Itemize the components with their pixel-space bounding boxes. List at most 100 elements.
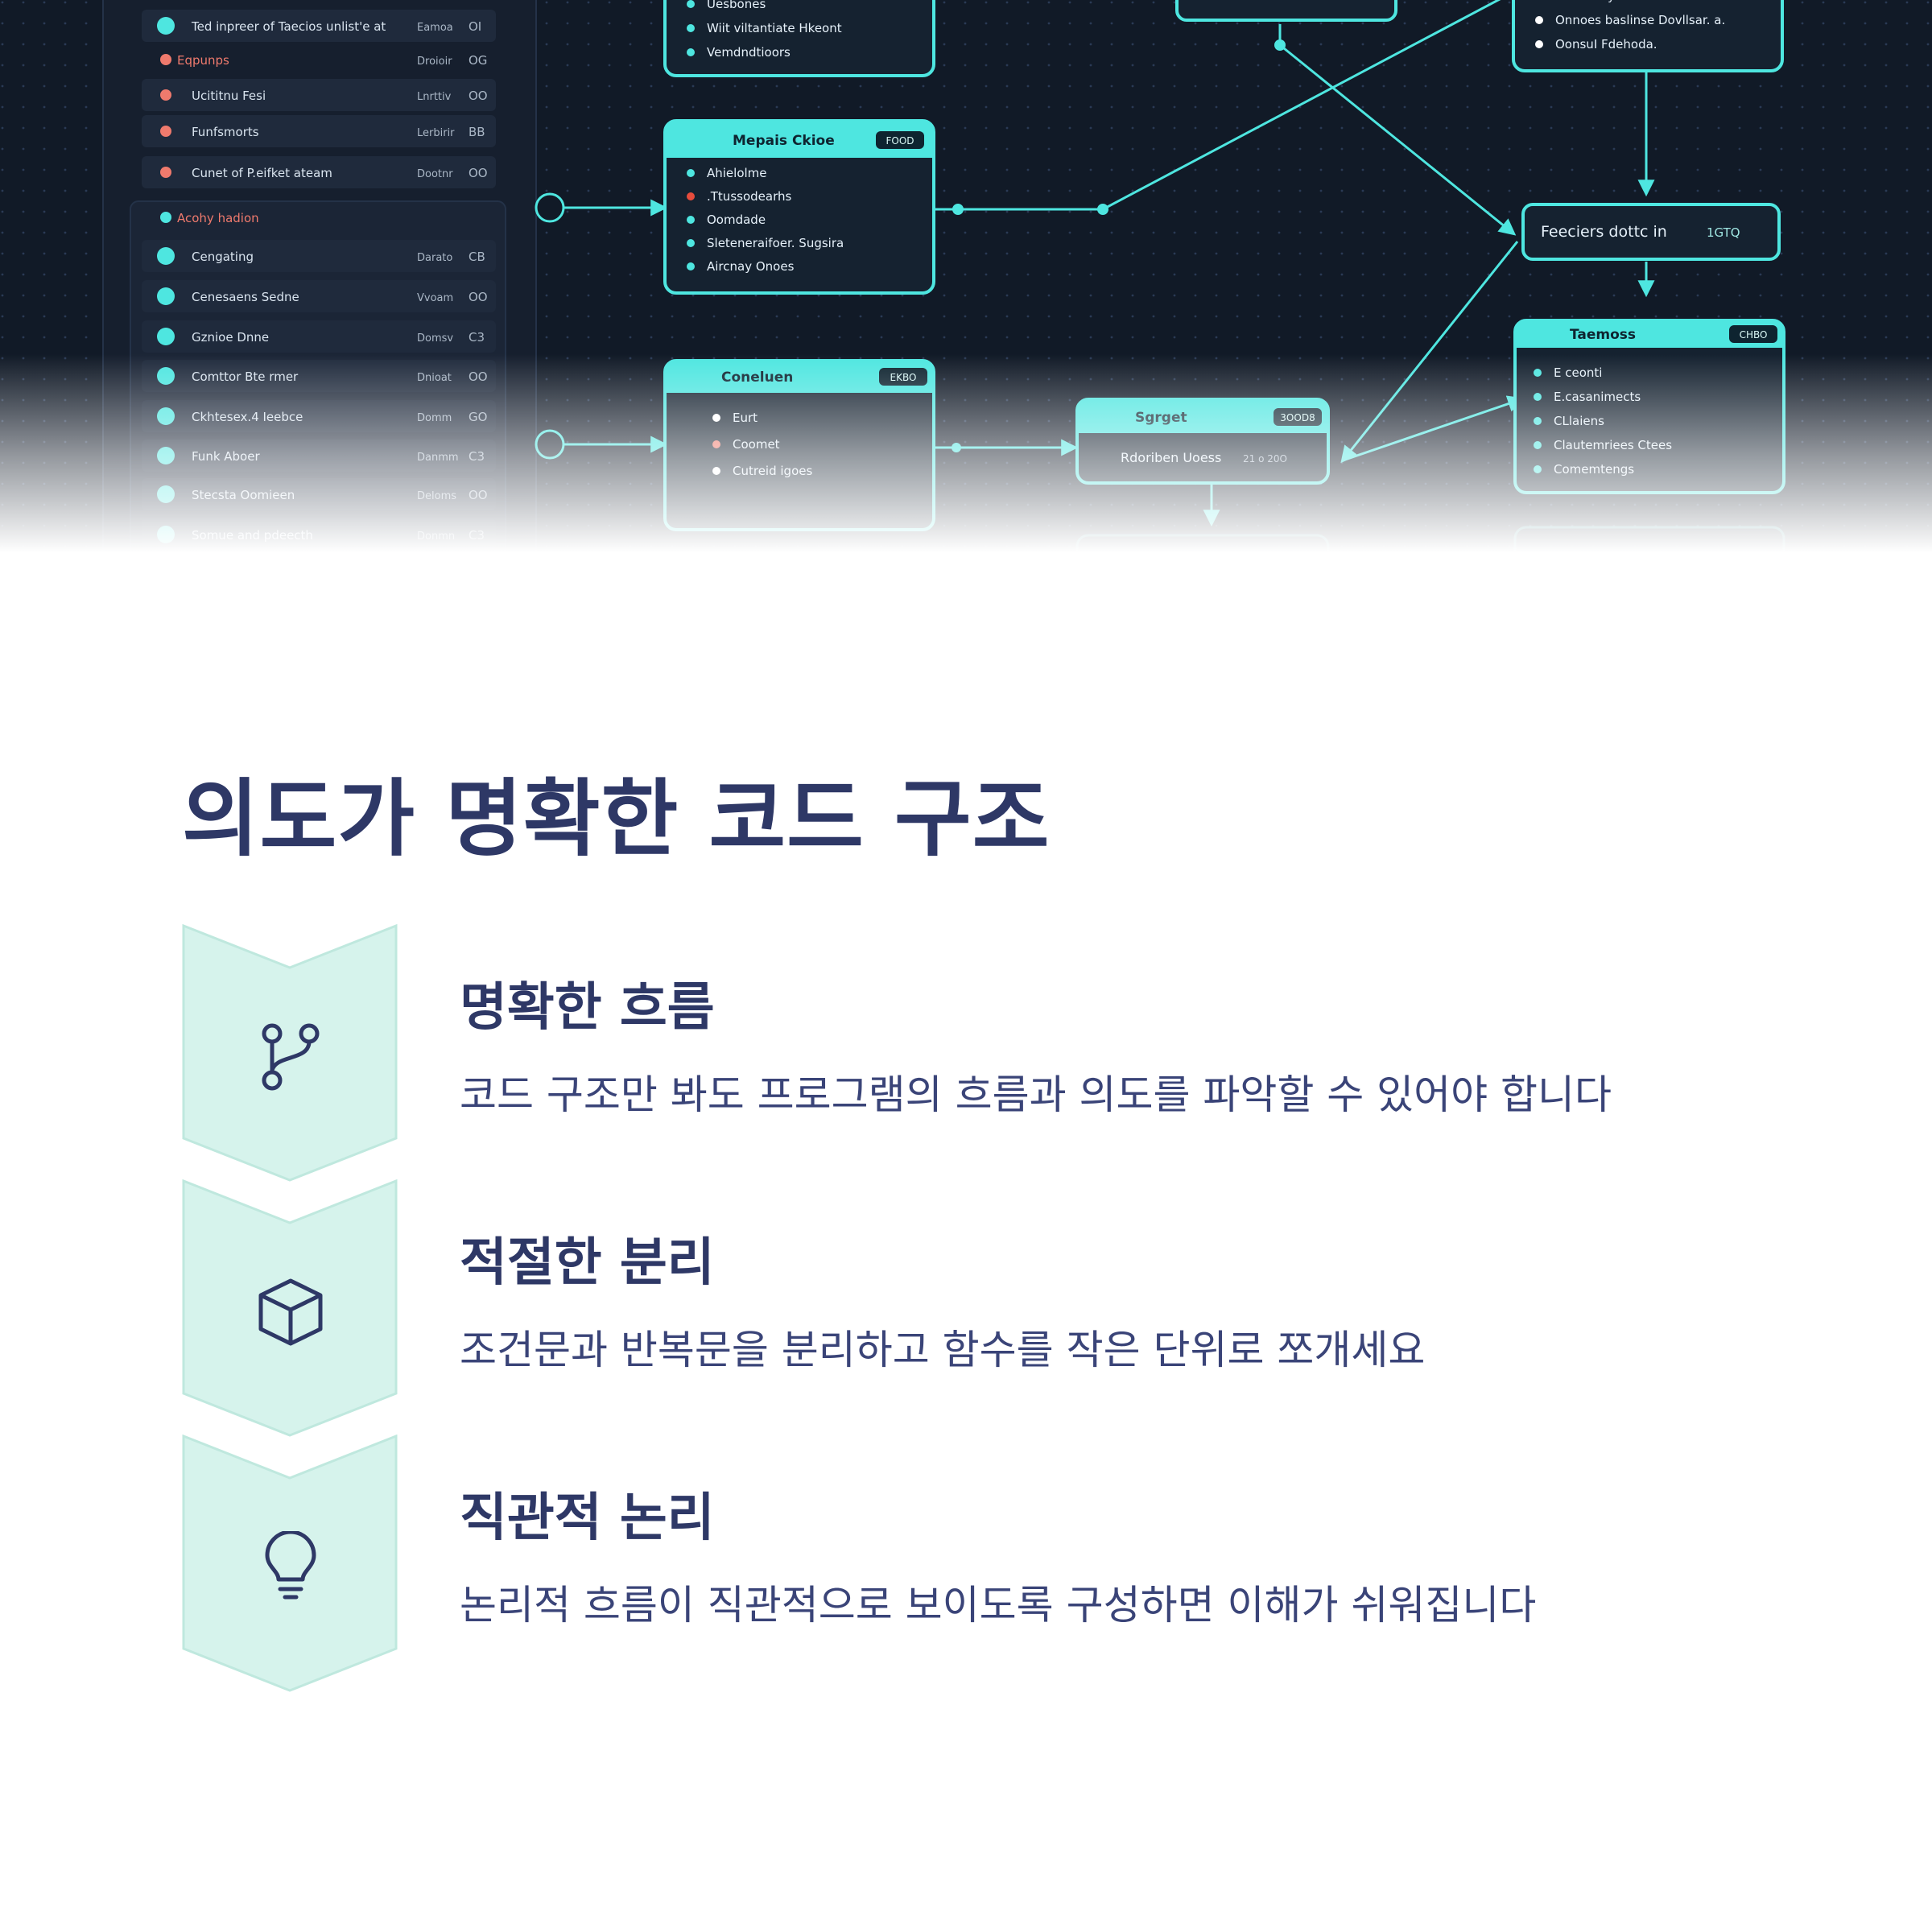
sidebar-row-tag: Vvoam: [417, 292, 453, 304]
sidebar-row-count: BB: [469, 125, 485, 139]
node-badge-text: EKBO: [890, 372, 917, 383]
sidebar-row-label: Ucititnu Fesi: [192, 89, 266, 103]
sidebar-row-label: Funfsmorts: [192, 125, 259, 139]
step-description: 코드 구조만 봐도 프로그램의 흐름과 의도를 파악할 수 있어야 합니다: [460, 1071, 1612, 1118]
step-chevron: [182, 1435, 398, 1692]
sidebar-row: [142, 320, 496, 353]
sidebar-row-label: Cunet of P.eifket ateam: [192, 166, 332, 180]
node-teamos: Taemoss CHBO E ceontiE.casanimectsCLlaiens…: [1513, 319, 1785, 494]
sidebar-row-label: Somue and pdeecth: [192, 528, 313, 543]
node-badge-text: FOOD: [886, 135, 914, 147]
sidebar-row-dot: [160, 54, 171, 65]
sidebar-row-dot: [157, 526, 175, 543]
sidebar-row-count: OO: [469, 290, 488, 304]
sidebar-row-count: OI: [469, 19, 481, 34]
sidebar-row-tag: Deloms: [417, 490, 456, 502]
sidebar-row-count: OO: [469, 89, 488, 103]
cube-icon: [258, 1278, 323, 1346]
node-item-dot: [712, 467, 720, 475]
sidebar-row-label: Eqpunps: [177, 53, 229, 68]
sidebar-row-label: Comttor Bte rmer: [192, 369, 299, 384]
step-intuitive-logic: 직관적 논리 논리적 흐름이 직관적으로 보이도록 구성하면 이해가 쉬워집니다: [182, 1435, 1792, 1692]
node-title: Taemoss: [1570, 327, 1636, 343]
node-feature: Feeciers dottc in 1GTQ: [1521, 203, 1781, 261]
node-item-label: Uesbones: [707, 0, 766, 11]
page-title: 의도가 명확한 코드 구조: [182, 770, 1051, 868]
step-chevron: [182, 924, 398, 1182]
sidebar-row-tag: Darato: [417, 252, 452, 264]
sidebar-row-label: Ted inpreer of Taecios unlist'e at: [191, 19, 386, 34]
node-item-dot: [1534, 393, 1542, 401]
sidebar-row-label: Funk Aboer: [192, 449, 260, 464]
node-item-label: CLlaiens: [1554, 414, 1604, 428]
node-title: Sgrget: [1135, 410, 1187, 426]
sidebar-row-tag: Lnrttiv: [417, 91, 452, 103]
sidebar-row-count: GO: [469, 410, 487, 424]
step-proper-separation: 적절한 분리 조건문과 반복문을 분리하고 함수를 작은 단위로 쪼개세요: [182, 1179, 1792, 1437]
node-item-dot: [712, 414, 720, 422]
sidebar-row-dot: [157, 407, 175, 425]
sidebar-row: [142, 156, 496, 188]
node-title: Feeciers dottc in: [1541, 223, 1667, 241]
node-item-dot: [1534, 369, 1542, 377]
node-item-dot: [1535, 40, 1543, 48]
node-item-dot: [712, 440, 720, 448]
node-item-label: Comemtengs: [1554, 462, 1634, 477]
sidebar-row-tag: Dnioat: [417, 372, 452, 384]
node-item-label: E ceonti: [1554, 365, 1602, 380]
search-query: Rdoriben Uoess: [1121, 450, 1221, 465]
node-item-dot: [687, 0, 695, 8]
node-item-label: Aircnay Onoes: [707, 259, 795, 274]
sidebar-row-tag: Eamoa: [417, 22, 453, 34]
node-item-dot: [687, 48, 695, 56]
node-badge-text: 3OOD8: [1280, 412, 1315, 423]
step-heading: 직관적 논리: [460, 1488, 715, 1548]
node-item-label: Cutreid igoes: [733, 464, 812, 478]
step-heading: 명확한 흐름: [460, 978, 715, 1038]
node-top-middle: [1175, 0, 1397, 22]
node-item-dot: [687, 262, 695, 270]
sidebar-row-label: Cengating: [192, 250, 254, 264]
sidebar-row-count: C3: [469, 528, 485, 543]
sidebar-row-dot: [157, 447, 175, 464]
node-top-right: OorteeinyOnnoes baslinse Dovllsar. a.Oon…: [1512, 0, 1784, 72]
node-title: Coneluen: [721, 369, 793, 386]
sidebar-row-count: OO: [469, 166, 488, 180]
sidebar-row-tag: Lerbirir: [417, 127, 455, 139]
node-badge: [1729, 325, 1777, 343]
sidebar-row-dot: [157, 247, 175, 265]
node-badge-text: CHBO: [1740, 329, 1768, 341]
node-item-label: Ahielolme: [707, 166, 767, 180]
node-item-dot: [687, 169, 695, 177]
sidebar-row-tag: Dootnr: [417, 168, 453, 180]
sidebar-row-dot: [157, 287, 175, 305]
search-meta: 21 o 20O: [1243, 453, 1287, 464]
sidebar-row-count: CB: [469, 250, 485, 264]
step-description: 논리적 흐름이 직관적으로 보이도록 구성하면 이해가 쉬워집니다: [460, 1582, 1537, 1629]
sidebar-row-dot: [160, 212, 171, 223]
sidebar-row: [142, 280, 496, 312]
sidebar-row-label: Ckhtesex.4 Ieebce: [192, 410, 303, 424]
node-item-label: E.casanimects: [1554, 390, 1641, 404]
sidebar-row-label: Acohy hadion: [177, 211, 259, 225]
sidebar-row-dot: [157, 328, 175, 345]
node-item-label: Clautemriees Ctees: [1554, 438, 1672, 452]
node-item-label: Onnoes baslinse Dovllsar. a.: [1555, 13, 1725, 27]
node-item-dot: [687, 192, 695, 200]
node-item-label: Wiit viltantiate Hkeont: [707, 21, 842, 35]
sidebar-row-count: OO: [469, 488, 488, 502]
node-item-dot: [687, 239, 695, 247]
sidebar-row-tag: Donmn: [417, 530, 455, 543]
node-item-label: Vemdndtioors: [707, 45, 791, 60]
node-badge-text: 1GTQ: [1707, 225, 1740, 240]
sidebar-row-tag: Domsv: [417, 332, 453, 345]
sidebar-row-tag: Danmm: [417, 452, 459, 464]
node-item-label: OonsuI Fdehoda.: [1555, 37, 1657, 52]
